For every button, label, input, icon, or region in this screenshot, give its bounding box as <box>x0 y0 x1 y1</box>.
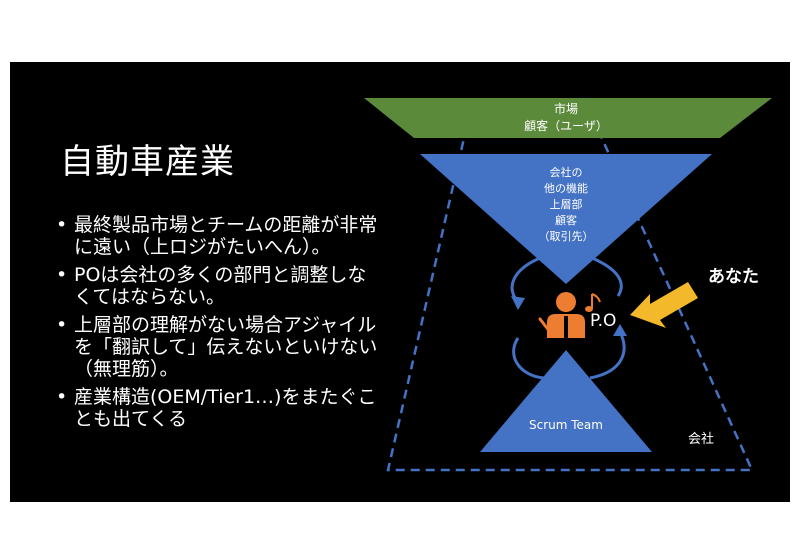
company-shape <box>420 154 712 284</box>
slide-title: 自動車産業 <box>60 142 235 182</box>
company-boundary-label: 会社 <box>688 431 714 447</box>
arrowhead <box>511 296 525 310</box>
po-label: P.O <box>590 311 616 331</box>
market-shape <box>364 98 772 138</box>
bullet-item: 産業構造(OEM/Tier1…)をまたぐことも出てくる <box>54 386 384 430</box>
bullet-list: 最終製品市場とチームの距離が非常に遠い（上ロジがたいへん）。 POは会社の多くの… <box>54 214 384 436</box>
lower-right-curve-arrow <box>589 331 626 380</box>
company-label: 他の機能 <box>544 181 588 195</box>
company-boundary <box>386 110 754 472</box>
bullet-item: 上層部の理解がない場合アジャイルを「翻訳して」伝えないといけない（無理筋）。 <box>54 314 384 380</box>
company-label: （取引先） <box>539 229 594 243</box>
lower-left-curve-arrow <box>512 337 545 380</box>
company-label: 上層部 <box>550 197 583 211</box>
upper-right-curve-arrow <box>591 256 623 297</box>
bullet-item: 最終製品市場とチームの距離が非常に遠い（上ロジがたいへん）。 <box>54 214 384 258</box>
market-label: 顧客（ユーザ） <box>524 118 608 133</box>
hourglass-diagram: 市場 顧客（ユーザ） 会社の 他の機能 上層部 顧客 （取引先） P.O <box>364 98 772 472</box>
upper-left-curve-arrow <box>510 256 541 303</box>
conductor-icon <box>538 292 585 338</box>
company-label: 顧客 <box>555 213 577 227</box>
slide: 自動車産業 最終製品市場とチームの距離が非常に遠い（上ロジがたいへん）。 POは… <box>10 62 790 502</box>
arrowhead <box>613 324 627 336</box>
you-label: あなた <box>708 267 759 287</box>
team-shape <box>480 350 652 452</box>
team-label: Scrum Team <box>529 418 603 432</box>
bullet-item: POは会社の多くの部門と調整しなくてはならない。 <box>54 264 384 308</box>
music-note-icon <box>585 293 601 312</box>
market-label: 市場 <box>554 101 578 116</box>
company-label: 会社の <box>550 165 583 179</box>
you-arrow <box>630 282 698 328</box>
